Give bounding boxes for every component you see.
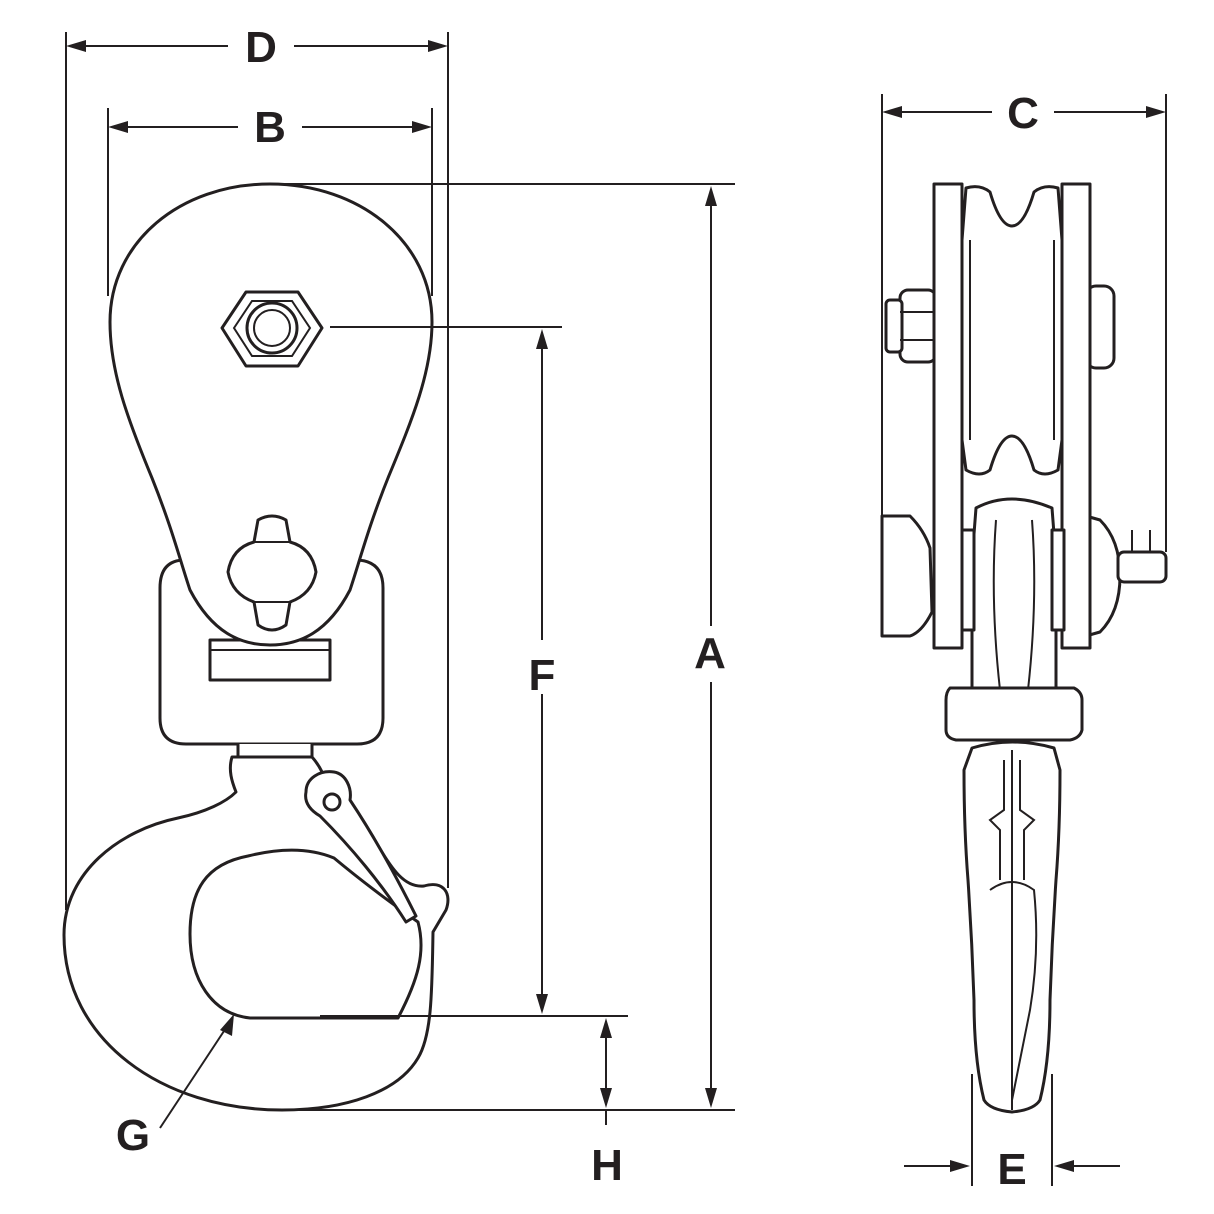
side-keeper-pin [880,514,934,638]
side-swivel-collar [944,686,1084,742]
hook-throat [188,848,423,1020]
label-e: E [997,1145,1026,1194]
side-plate [108,182,434,647]
label-d: D [245,23,277,72]
side-axle-nut [898,288,938,364]
label-c: C [1007,89,1039,138]
swivel-slot [208,638,332,682]
front-view [62,32,735,1129]
latch-pivot [322,792,342,812]
side-plate-right [1060,182,1092,650]
axle-bolt-end [245,301,299,355]
sheave [960,185,1064,476]
label-f: F [529,651,556,700]
side-plate-left [932,182,964,650]
keeper-pin [226,514,318,632]
side-view [880,94,1168,1186]
side-swivel-yoke [970,497,1058,702]
label-a: A [694,629,726,678]
label-g: G [116,1111,150,1160]
swivel-neck [236,744,314,759]
label-h: H [591,1141,623,1190]
label-b: B [254,103,286,152]
